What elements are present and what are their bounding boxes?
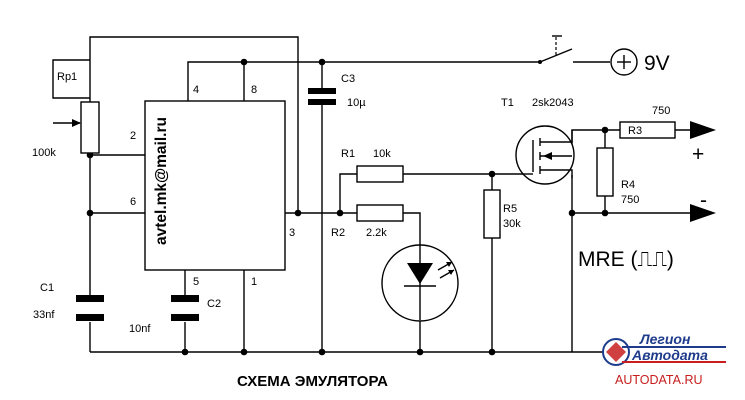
pin-6-label: 6 xyxy=(130,196,136,208)
output-minus-label: - xyxy=(700,189,707,212)
led xyxy=(381,244,459,322)
output-minus-arrow xyxy=(690,204,716,222)
pin-1-label: 1 xyxy=(251,276,257,288)
capacitor-c2: C2 10nf xyxy=(129,295,221,335)
pin-3-label: 3 xyxy=(289,227,295,239)
c2-value: 10nf xyxy=(129,323,151,335)
ic-555: 4 8 2 6 3 5 1 avtel.mk@mail.ru xyxy=(130,84,295,288)
r2-label: R2 xyxy=(331,227,345,239)
c1-label: C1 xyxy=(40,282,54,294)
diagram-caption: СХЕМА ЭМУЛЯТОРА xyxy=(237,373,388,390)
c3-label: C3 xyxy=(341,73,355,85)
output-plus-label: + xyxy=(692,143,704,166)
r3-label: R3 xyxy=(628,125,642,137)
supply-terminal: 9V xyxy=(610,48,670,76)
autodata-logo: Легион Автодата AUTODATA.RU xyxy=(602,331,726,387)
r1-label: R1 xyxy=(341,148,355,160)
ic-body xyxy=(144,100,286,271)
pin-4-label: 4 xyxy=(193,84,199,96)
rp1-value: 100k xyxy=(32,147,56,159)
supply-switch xyxy=(538,35,573,64)
transistor-t1: T1 2sk2043 xyxy=(501,97,575,185)
pin-8-label: 8 xyxy=(251,84,257,96)
capacitor-c3: C3 10µ xyxy=(308,73,366,109)
output-plus-arrow xyxy=(690,121,716,139)
r5-value: 30k xyxy=(503,218,521,230)
r5-label: R5 xyxy=(503,203,517,215)
r4-label: R4 xyxy=(621,179,635,191)
resistor-r4: R4 750 xyxy=(596,147,639,206)
c3-value: 10µ xyxy=(347,97,366,109)
logo-brand-line1: Легион xyxy=(639,331,691,347)
resistor-r3: R3 750 xyxy=(619,105,676,139)
r3-value: 750 xyxy=(652,105,670,117)
logo-site: AUTODATA.RU xyxy=(615,373,703,387)
wires xyxy=(52,36,698,353)
t1-value: 2sk2043 xyxy=(532,97,574,109)
r2-value: 2.2k xyxy=(366,227,387,239)
pin-2-label: 2 xyxy=(130,130,136,142)
output-signal-label: MRE (⎍⎍) xyxy=(578,248,674,271)
resistor-r5: R5 30k xyxy=(483,189,521,239)
capacitor-c1: C1 33nf xyxy=(33,282,104,321)
pin-5-label: 5 xyxy=(193,276,199,288)
r4-value: 750 xyxy=(621,194,639,206)
c2-label: C2 xyxy=(207,298,221,310)
supply-voltage-label: 9V xyxy=(644,52,670,75)
logo-brand-line2: Автодата xyxy=(631,347,708,363)
t1-label: T1 xyxy=(501,97,514,109)
r1-value: 10k xyxy=(373,148,391,160)
c1-value: 33nf xyxy=(33,309,55,321)
resistor-r1: R1 10k xyxy=(341,148,404,183)
output-terminals: + - MRE (⎍⎍) xyxy=(578,121,716,271)
rp1-label: Rp1 xyxy=(57,71,77,83)
potentiometer-rp1: Rp1 100k xyxy=(32,71,100,159)
resistor-r2: R2 2.2k xyxy=(331,204,404,239)
author-email: avtel.mk@mail.ru xyxy=(153,117,170,245)
